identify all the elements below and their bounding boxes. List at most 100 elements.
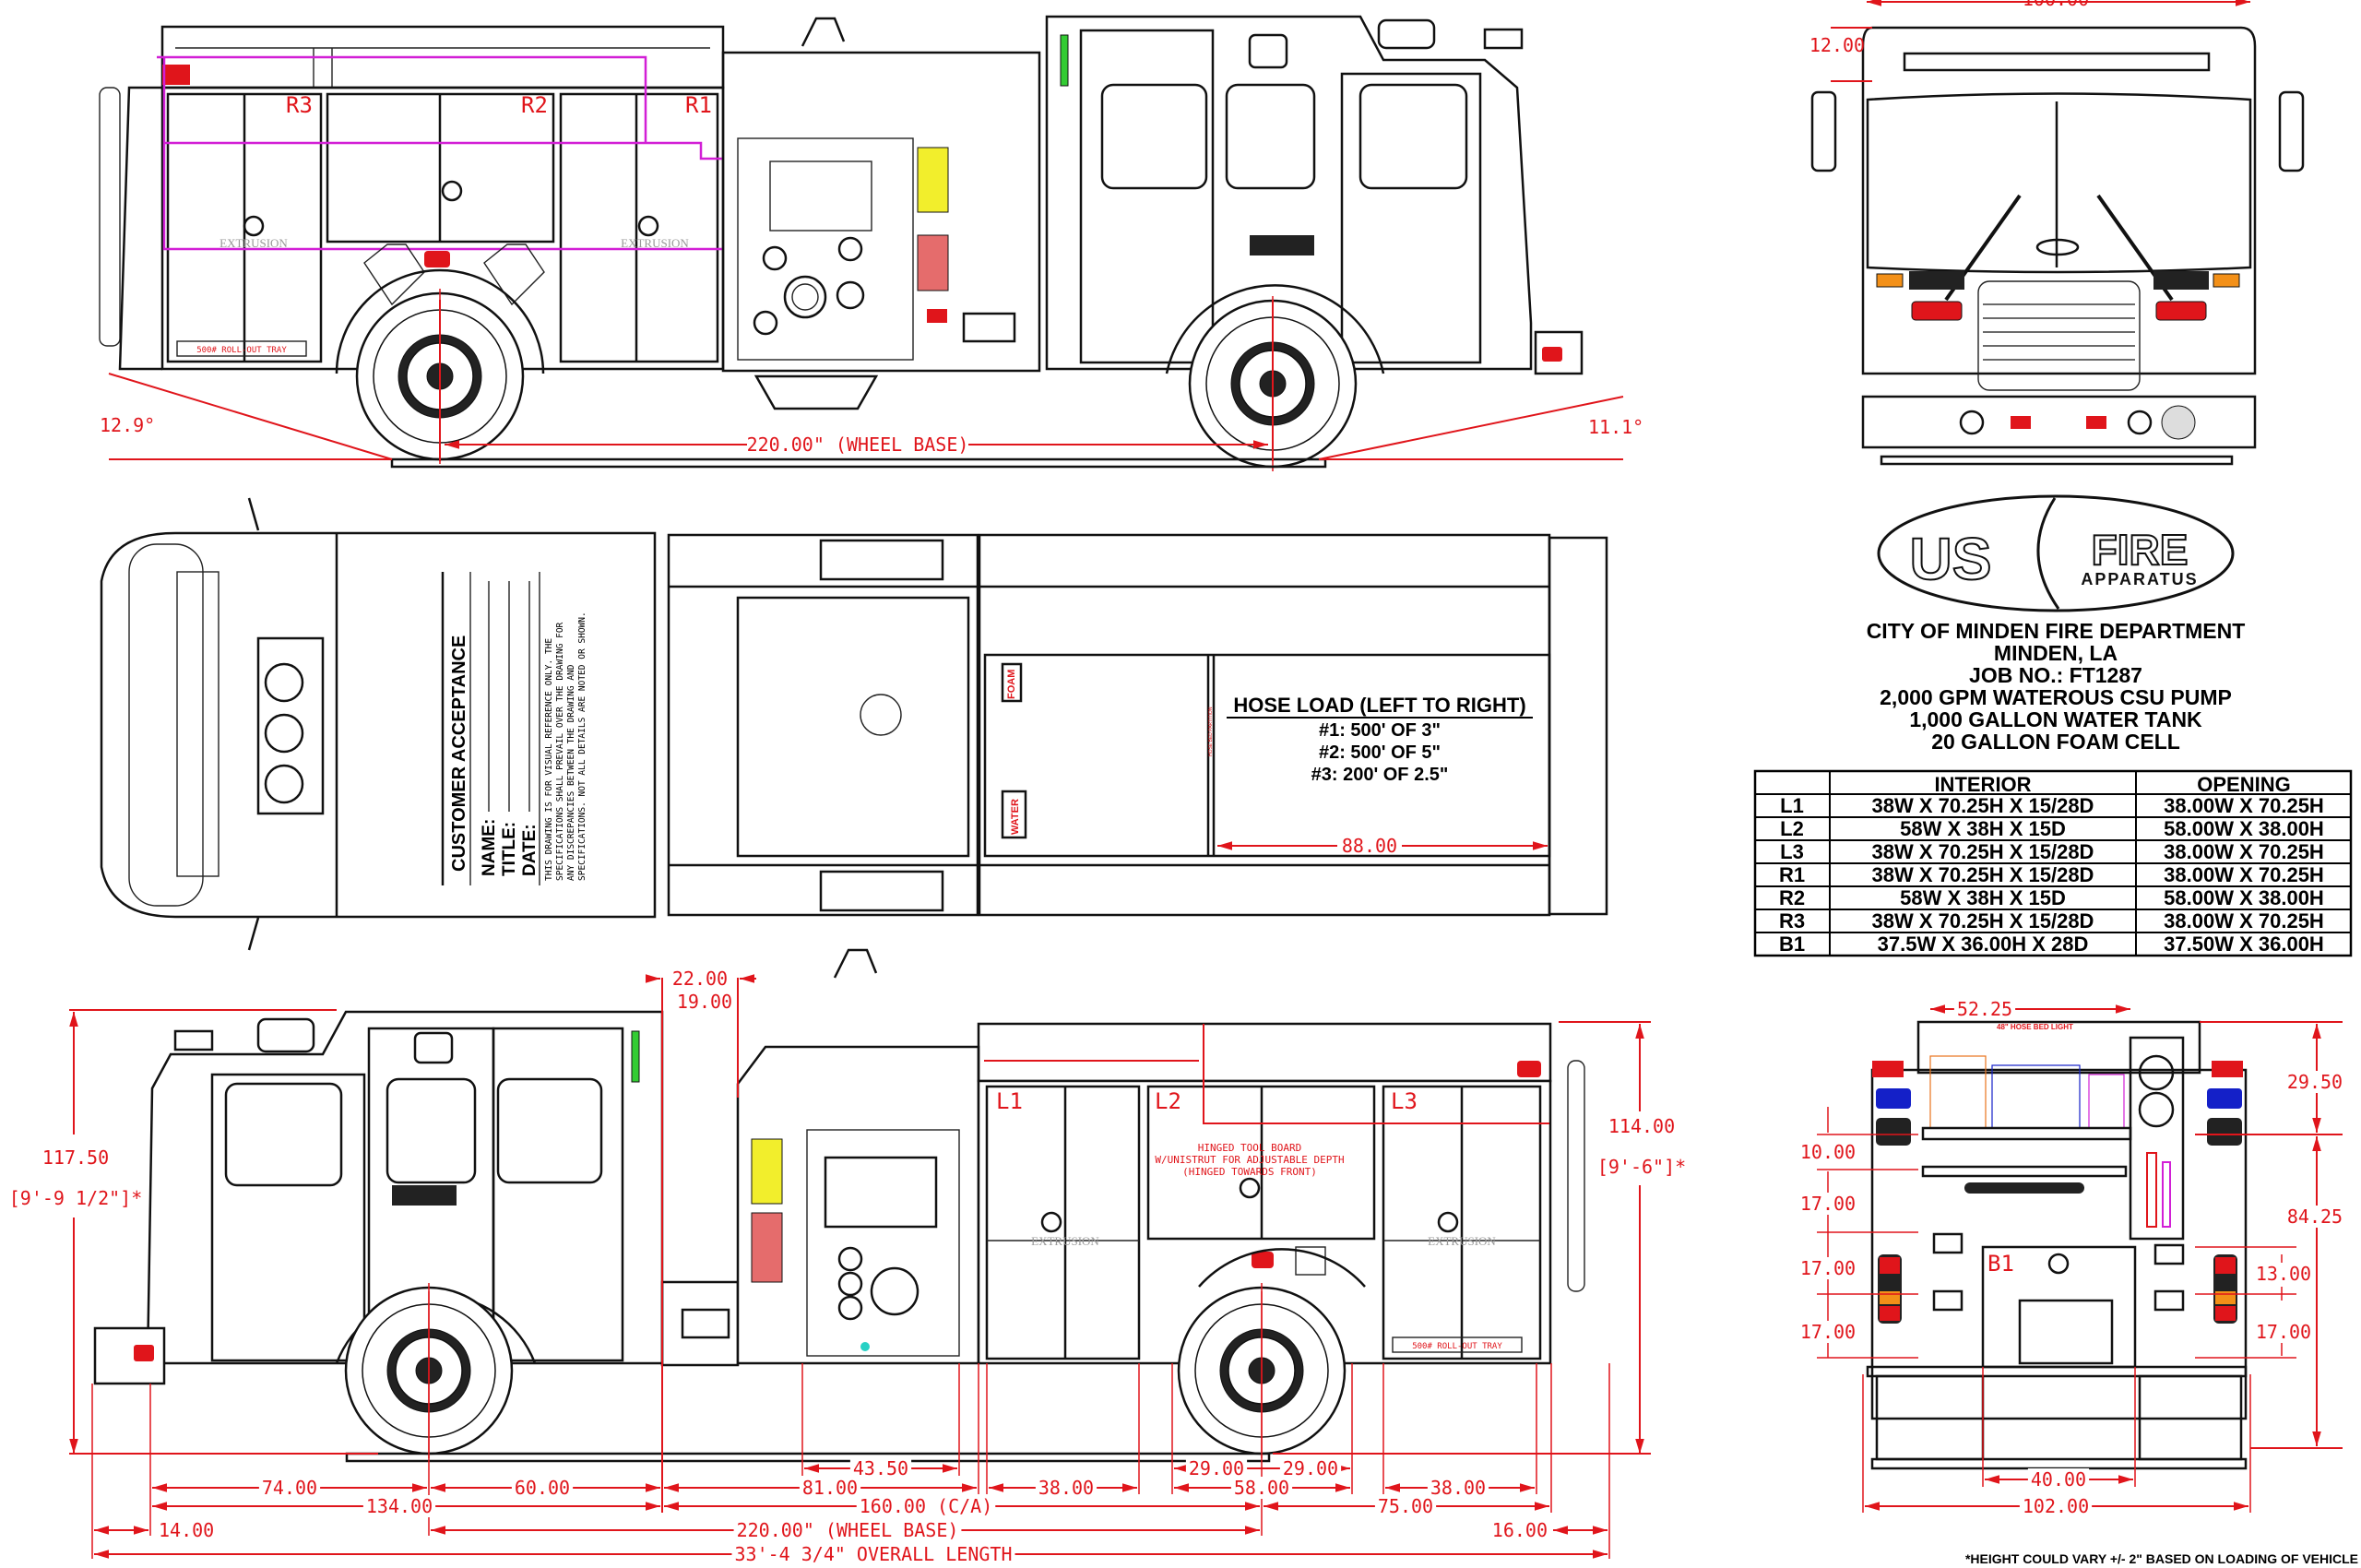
label-r1: R1 <box>685 92 712 118</box>
dim-29-b: 29.00 <box>1283 1457 1338 1479</box>
intake-panel <box>2129 1036 2185 1241</box>
pump-box <box>753 374 879 410</box>
label-l2: L2 <box>1155 1088 1181 1114</box>
interior-cell: 38W X 70.25H X 15/28D <box>1872 840 2094 863</box>
deck-gun <box>860 694 902 736</box>
label-l1: L1 <box>996 1088 1023 1114</box>
dim-rear-17: 17.00 <box>2256 1321 2311 1343</box>
dim-134: 134.00 <box>366 1495 433 1517</box>
extrusion-label: EXTRUSION <box>219 236 288 250</box>
dim-departure-angle: 12.9° <box>100 414 155 436</box>
dim-label-bg <box>1185 1457 1248 1479</box>
mirrors <box>247 497 260 951</box>
pump-panel <box>721 51 1041 373</box>
dim-label-bg <box>1230 1477 1293 1499</box>
ladder <box>1567 1060 1585 1292</box>
dim-label-bg <box>1797 1193 1859 1215</box>
right-mirror <box>2278 90 2305 172</box>
pump-panel <box>736 1045 980 1365</box>
dim-hose-bed: 88.00 <box>1342 835 1397 857</box>
dim-29-a: 29.00 <box>1189 1457 1244 1479</box>
job-number: JOB NO.: FT1287 <box>1969 663 2142 687</box>
dim-label-bg <box>1797 1321 1859 1343</box>
svg-text:SPECIFICATIONS. NOT ALL DETAIL: SPECIFICATIONS. NOT ALL DETAILS ARE NOTE… <box>577 612 587 881</box>
interior-cell: 58W X 38H X 15D <box>1900 817 2066 840</box>
cab-front-door <box>210 1073 366 1362</box>
dim-81: 81.00 <box>802 1477 858 1499</box>
name-field-label: NAME: <box>480 819 499 876</box>
svg-text:US: US <box>1910 526 1992 592</box>
opening-cell: 38.00W X 70.25H <box>2164 909 2324 932</box>
opening-cell: 58.00W X 38.00H <box>2164 886 2324 909</box>
water-fill <box>1001 790 1027 839</box>
dim-cab-height: 117.50 <box>42 1146 109 1169</box>
hose-bed-rear <box>1916 1020 2201 1075</box>
tool-board-callout <box>984 1024 1549 1124</box>
customer-acceptance-title: CUSTOMER ACCEPTANCE <box>449 636 469 872</box>
roll-out-tray <box>176 340 307 357</box>
svg-text:APPARATUS: APPARATUS <box>2081 570 2198 588</box>
dim-rear-13: 13.00 <box>2256 1263 2311 1285</box>
hose-load-outline <box>157 55 723 251</box>
front-view: 100.00 12.00 <box>1809 0 2305 466</box>
hose-load-item-3: #3: 200' OF 2.5" <box>1311 765 1449 785</box>
row-id: R3 <box>1779 909 1805 932</box>
us-fire-apparatus-logo: US FIRE APPARATUS <box>1877 494 2235 612</box>
dim-b1-width: 40.00 <box>2031 1468 2086 1491</box>
dim-label-bg <box>1279 1457 1342 1479</box>
svg-text:THIS DRAWING IS FOR VISUAL REF: THIS DRAWING IS FOR VISUAL REFERENCE ONL… <box>544 638 554 881</box>
cab-rear-door-2 <box>492 1027 624 1362</box>
ground-line <box>390 457 1327 469</box>
location: MINDEN, LA <box>1994 641 2118 665</box>
dim-label-bg <box>1953 998 2016 1020</box>
dim-approach-angle: 11.1° <box>1588 416 1643 438</box>
dim-label-bg <box>511 1477 574 1499</box>
svg-text:SPECIFICATIONS SHALL PREVAIL O: SPECIFICATIONS SHALL PREVAIL OVER THE DR… <box>555 622 565 881</box>
dim-label-bg <box>856 1495 996 1517</box>
dim-label-bg <box>731 1543 1015 1565</box>
warning-light <box>162 65 190 85</box>
dim-rear-17-c: 17.00 <box>1800 1321 1856 1343</box>
dim-label-bg <box>1797 1257 1859 1279</box>
label-r2: R2 <box>521 92 548 118</box>
svg-text:W/UNISTRUT FOR ADJUSTABLE DEPT: W/UNISTRUT FOR ADJUSTABLE DEPTH <box>1155 1154 1344 1166</box>
dim-label-bg <box>2252 1321 2315 1343</box>
row-id: L2 <box>1780 817 1804 840</box>
ladder <box>99 87 121 347</box>
rear-view: 48" HOSE BED LIGHT B1 52.25 <box>1797 998 2346 1517</box>
cab-front-door <box>1340 72 1482 364</box>
opening-cell: 38.00W X 70.25H <box>2164 794 2324 817</box>
dim-label-bg <box>2027 1468 2090 1491</box>
rear-step <box>1548 536 1608 916</box>
dim-light-bar: 12.00 <box>1809 34 1865 56</box>
dim-22: 22.00 <box>672 968 728 990</box>
hose-load-item-2: #2: 500' OF 5" <box>1319 742 1441 763</box>
dim-hose-bed-width: 52.25 <box>1957 998 2012 1020</box>
label-r3: R3 <box>286 92 313 118</box>
row-id: R2 <box>1779 886 1805 909</box>
interior-cell: 38W X 70.25H X 15/28D <box>1872 863 2094 886</box>
dim-60: 60.00 <box>515 1477 570 1499</box>
opening-cell: 37.50W X 36.00H <box>2164 932 2324 956</box>
date-field-label: DATE: <box>520 824 540 876</box>
dim-74: 74.00 <box>262 1477 317 1499</box>
header-interior: INTERIOR <box>1934 773 2031 796</box>
dim-label-bg <box>849 1457 912 1479</box>
cab <box>1045 15 1533 371</box>
cab-rear-door <box>1079 29 1215 364</box>
dim-label-bg <box>1797 1141 1859 1163</box>
dim-wheel-base: 220.00" (WHEEL BASE) <box>747 434 969 456</box>
left-side-elevation: EXTRUSION EXTRUSION 500# ROLL-OUT TRAY L… <box>9 948 1686 1565</box>
dim-front-width: 100.00 <box>2023 0 2089 10</box>
label-l3: L3 <box>1391 1088 1418 1114</box>
dim-16: 16.00 <box>1492 1519 1548 1541</box>
deck-gun <box>801 17 846 47</box>
svg-text:ANY DISCREPANCIES BETWEEN THE: ANY DISCREPANCIES BETWEEN THE DRAWING AN… <box>566 664 576 881</box>
dim-38-b: 38.00 <box>1430 1477 1486 1499</box>
interior-cell: 38W X 70.25H X 15/28D <box>1872 794 2094 817</box>
tail-lights <box>1878 1254 2237 1324</box>
dim-19: 19.00 <box>677 991 732 1013</box>
row-id: L3 <box>1780 840 1804 863</box>
left-mirror <box>1810 90 1837 172</box>
